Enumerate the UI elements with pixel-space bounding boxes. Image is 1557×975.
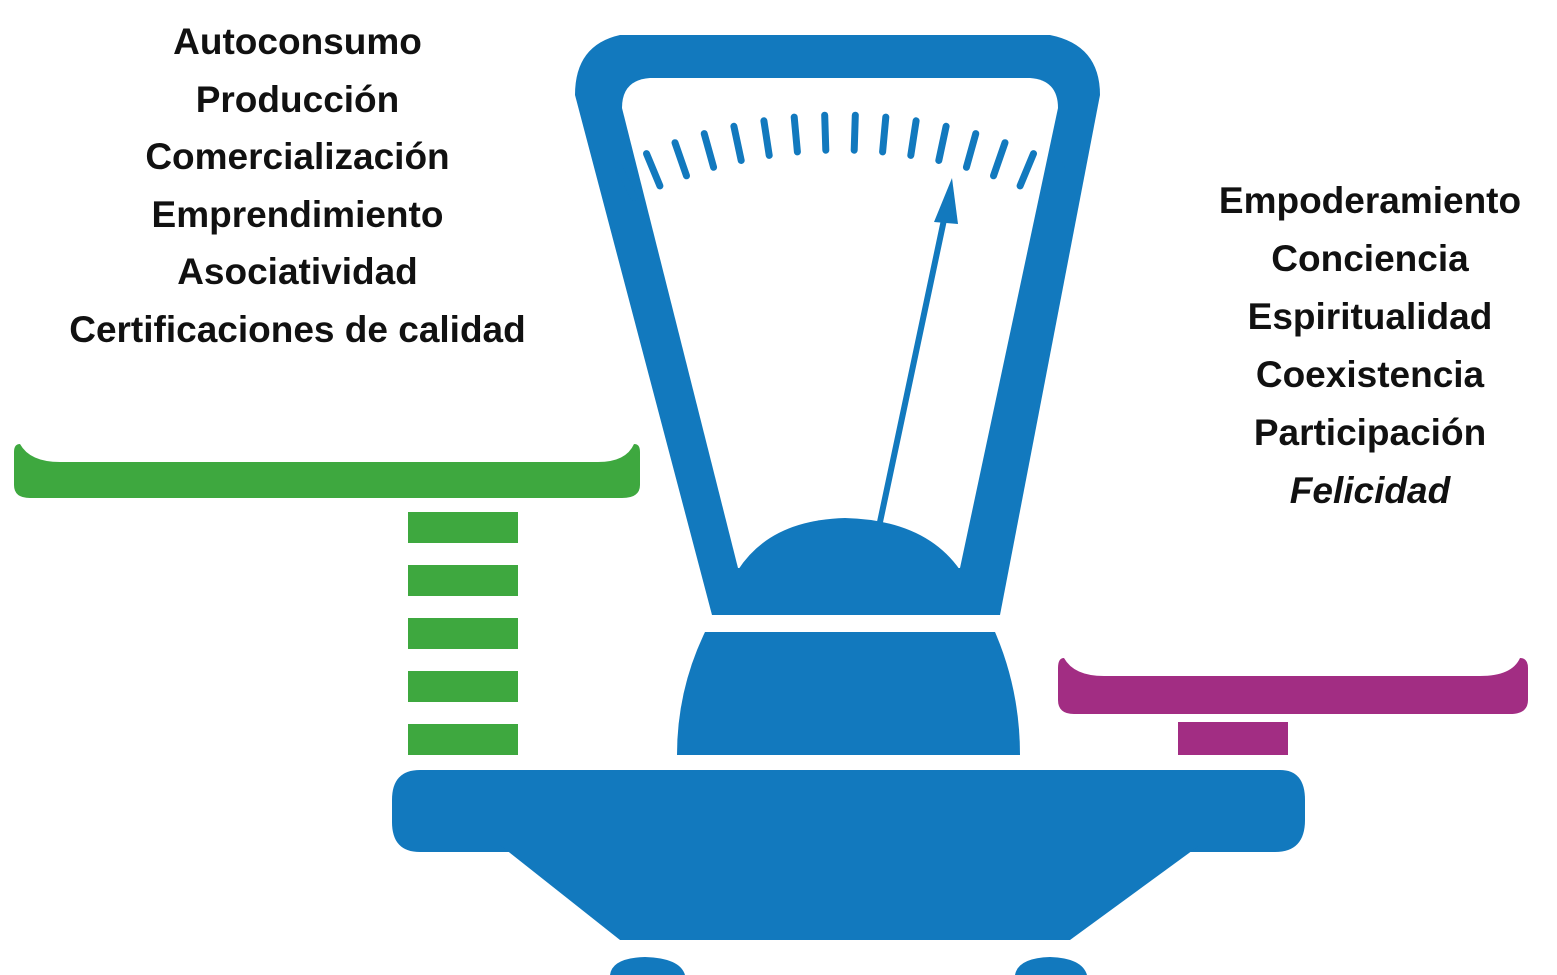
- dial-tick: [879, 113, 890, 156]
- dial-tick: [907, 117, 920, 159]
- left-label-item: Asociatividad: [177, 251, 418, 292]
- left-weight-2: [408, 565, 518, 596]
- dial-tick: [935, 122, 950, 164]
- dial-tick: [790, 113, 801, 156]
- scale-right-foot: [1015, 957, 1087, 975]
- right-label-item: Espiritualidad: [1247, 296, 1493, 337]
- scale-base-foot: [500, 845, 1200, 940]
- right-label-item: Empoderamiento: [1218, 180, 1522, 221]
- dial-tick: [850, 111, 859, 154]
- right-pan-labels: Empoderamiento Conciencia Espiritualidad…: [1170, 172, 1557, 520]
- left-label-item: Certificaciones de calidad: [69, 308, 526, 350]
- dial-tick: [962, 130, 980, 171]
- right-label-item: Conciencia: [1271, 238, 1469, 279]
- right-weight-1: [1178, 722, 1288, 755]
- left-weight-1: [408, 512, 518, 543]
- left-pan-plate: [14, 444, 640, 498]
- gauge-needle: [877, 212, 948, 525]
- dial-tick: [730, 122, 745, 164]
- dial-tick: [760, 117, 773, 159]
- left-label-item: Producción: [195, 78, 400, 120]
- dial-tick: [700, 130, 718, 171]
- dial-tick: [821, 111, 830, 154]
- dial-tick: [671, 139, 690, 180]
- left-pan-labels: Autoconsumo Producción Comercialización …: [20, 13, 575, 358]
- right-label-item: Participación: [1253, 412, 1487, 453]
- dial-tick: [1016, 150, 1037, 190]
- dial-tick: [990, 139, 1009, 180]
- scale-base-beam: [392, 770, 1305, 852]
- right-label-item: Coexistencia: [1255, 354, 1485, 395]
- needle-hub: [738, 518, 960, 570]
- left-label-item: Comercialización: [145, 136, 450, 177]
- right-label-emphasis: Felicidad: [1289, 470, 1451, 511]
- left-weight-4: [408, 671, 518, 702]
- scale-left-foot: [610, 957, 685, 975]
- left-weight-5: [408, 724, 518, 755]
- scale-body: [677, 632, 1020, 755]
- needle-tip: [934, 178, 958, 224]
- right-pan-plate: [1058, 658, 1528, 714]
- left-weight-3: [408, 618, 518, 649]
- left-label-item: Autoconsumo: [173, 21, 422, 62]
- dial-tick: [615, 162, 638, 202]
- dial-tick: [643, 150, 664, 190]
- dial-ticks: [615, 111, 1065, 202]
- left-label-item: Emprendimiento: [151, 193, 444, 235]
- dial-tick: [1042, 162, 1065, 202]
